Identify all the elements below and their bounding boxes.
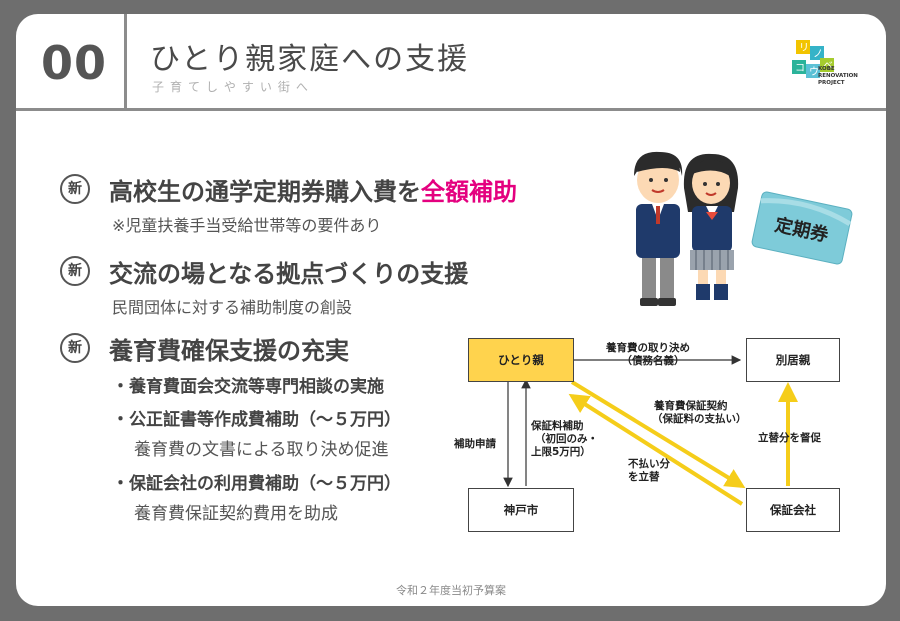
commuter-pass-icon: 定期券 xyxy=(751,191,853,265)
new-badge: 新 xyxy=(60,174,90,204)
logo-caption: KOBE RENOVATION PROJECT xyxy=(818,66,858,86)
slide-number: 00 xyxy=(40,36,107,90)
slide: 00 ひとり親家庭への支援 子育てしやすい街へ リ ノ コ ウ ベ KOBE R… xyxy=(16,14,886,606)
label-subsidy-application: 補助申請 xyxy=(454,438,496,450)
item-1-note: ※児童扶養手当受給世帯等の要件あり xyxy=(112,216,382,235)
logo-char: コ xyxy=(795,63,805,74)
highlight-full-subsidy: 全額補助 xyxy=(421,178,517,206)
node-separated-parent: 別居親 xyxy=(746,338,840,382)
logo-char: ベ xyxy=(823,60,833,72)
header-divider xyxy=(124,14,127,108)
footer-note: 令和２年度当初予算案 xyxy=(396,584,506,597)
node-guarantor: 保証会社 xyxy=(746,488,840,532)
item-1-title: 高校生の通学定期券購入費を全額補助 xyxy=(109,178,517,206)
item-3-sub-3-note: 養育費保証契約費用を助成 xyxy=(134,504,338,524)
logo-char: ノ xyxy=(813,49,823,60)
label-fee-subsidy: 保証料補助 （初回のみ・ 上限5万円） xyxy=(531,420,598,458)
item-3-sub-1: ・養育費面会交流等専門相談の実施 xyxy=(112,377,384,397)
node-kobe-city: 神戸市 xyxy=(468,488,574,532)
page-title: ひとり親家庭への支援 xyxy=(150,42,470,77)
label-guarantee-contract: 養育費保証契約 （保証料の支払い） xyxy=(652,400,747,425)
item-3-sub-3: ・保証会社の利用費補助（～５万円） xyxy=(112,474,401,494)
kobe-renovation-logo: リ ノ コ ウ ベ xyxy=(792,40,834,78)
header: 00 ひとり親家庭への支援 子育てしやすい街へ リ ノ コ ウ ベ KOBE R… xyxy=(16,14,886,111)
item-2-title: 交流の場となる拠点づくりの支援 xyxy=(109,260,469,288)
item-3-title: 養育費確保支援の充実 xyxy=(109,337,349,365)
logo-char: リ xyxy=(799,43,809,54)
students-illustration: 定期券 xyxy=(634,151,853,306)
new-badge: 新 xyxy=(60,256,90,286)
label-demand: 立替分を督促 xyxy=(758,432,821,444)
label-unpaid-advance: 不払い分 を立替 xyxy=(628,458,670,483)
item-3-sub-2: ・公正証書等作成費補助（～５万円） xyxy=(112,410,401,430)
item-2-note: 民間団体に対する補助制度の創設 xyxy=(112,298,353,317)
boy-student xyxy=(634,151,683,306)
page-subtitle: 子育てしやすい街へ xyxy=(152,80,314,94)
girl-student xyxy=(683,153,739,300)
logo-char: ウ xyxy=(809,66,819,78)
label-agreement: 養育費の取り決め （債務名義） xyxy=(606,342,690,367)
item-3-sub-2-note: 養育費の文書による取り決め促進 xyxy=(134,440,389,460)
new-badge: 新 xyxy=(60,333,90,363)
node-single-parent: ひとり親 xyxy=(468,338,574,382)
